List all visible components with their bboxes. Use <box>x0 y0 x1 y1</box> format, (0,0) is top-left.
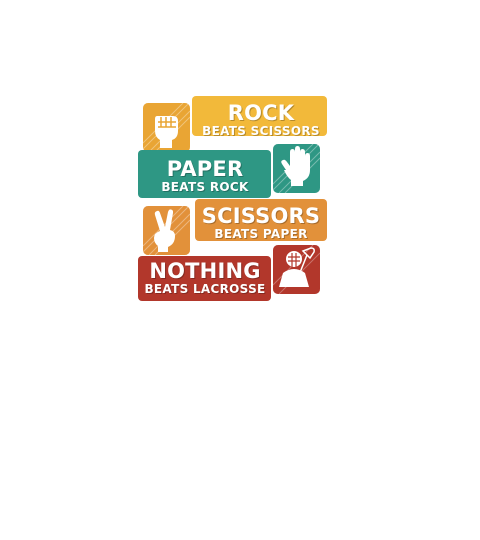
peace-hand-icon-tile <box>143 206 190 255</box>
nothing-banner <box>138 256 271 301</box>
nothing-title: NOTHING <box>149 259 261 283</box>
scissors-subtitle: BEATS PAPER <box>214 227 308 241</box>
rock-banner <box>192 96 327 136</box>
open-hand-icon <box>273 144 320 193</box>
rock-text: ROCK BEATS SCISSORS <box>196 101 326 138</box>
paper-title: PAPER <box>166 157 244 181</box>
paper-banner <box>138 150 271 198</box>
rock-subtitle: BEATS SCISSORS <box>202 124 320 138</box>
lacrosse-player-icon <box>273 245 320 294</box>
lacrosse-player-icon-tile <box>273 245 320 294</box>
paper-subtitle: BEATS ROCK <box>161 180 249 194</box>
scissors-title: SCISSORS <box>201 204 321 228</box>
open-hand-icon-tile <box>273 144 320 193</box>
nothing-subtitle: BEATS LACROSSE <box>144 282 266 296</box>
nothing-text: NOTHING BEATS LACROSSE <box>140 259 270 296</box>
paper-text: PAPER BEATS ROCK <box>142 157 268 194</box>
rock-title: ROCK <box>227 101 295 125</box>
fist-icon-tile <box>143 103 190 152</box>
peace-hand-icon <box>143 206 190 255</box>
scissors-banner <box>195 199 327 241</box>
scissors-text: SCISSORS BEATS PAPER <box>197 204 325 241</box>
fist-icon <box>143 103 190 152</box>
